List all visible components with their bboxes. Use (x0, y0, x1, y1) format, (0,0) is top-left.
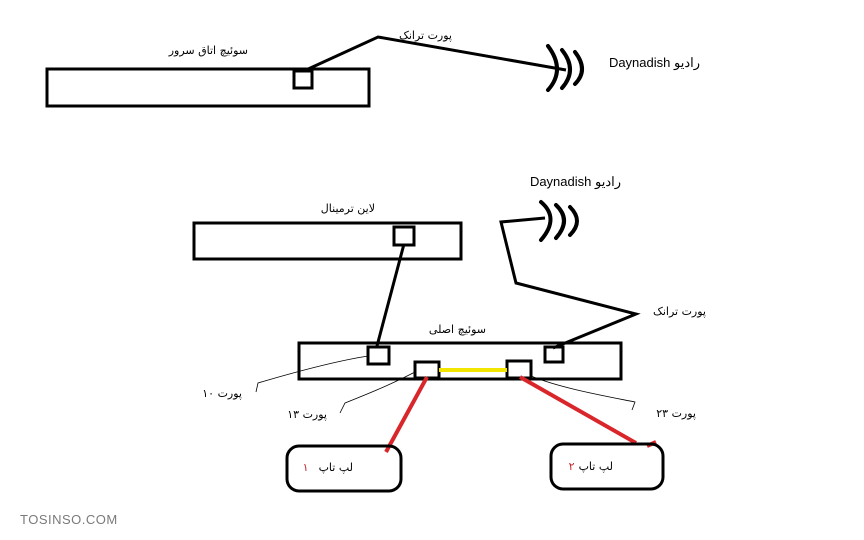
top-trunk-link (305, 35, 567, 72)
server-switch-trunk-port (292, 69, 314, 90)
main-switch-port-10 (366, 345, 391, 366)
line-terminal-label: لاین ترمینال (321, 202, 375, 215)
port-10-label: پورت ۱۰ (202, 387, 242, 400)
main-switch-port-23 (505, 359, 533, 380)
laptop-2-text: لپ تاپ (579, 460, 613, 473)
port-13-label: پورت ۱۳ (287, 408, 327, 421)
laptop-1-text: لپ تاپ (319, 461, 353, 474)
top-radio-label: Daynadish رادیو (609, 55, 700, 71)
bottom-trunk-link (499, 216, 641, 350)
bottom-trunk-port-label: پورت ترانک (653, 305, 706, 318)
terminal-to-main-switch-link (375, 243, 406, 347)
main-switch-port-13 (413, 360, 441, 380)
port-23-pointer (530, 375, 636, 411)
laptop-1-label: ۱ لپ تاپ (303, 461, 353, 474)
port-23-label: پورت ۲۳ (656, 407, 696, 420)
top-radio-antenna-icon (546, 44, 584, 92)
port-10-pointer (255, 355, 369, 393)
laptop-1-link (384, 376, 429, 453)
server-room-switch (45, 67, 371, 108)
laptop-1 (285, 444, 403, 493)
main-switch (297, 341, 623, 381)
main-switch-trunk-port (543, 345, 565, 364)
laptop-2-label: ۲ لپ تاپ (569, 460, 613, 473)
line-terminal (192, 221, 463, 261)
laptop-2-link (519, 375, 637, 445)
line-terminal-port (392, 225, 416, 247)
port-13-pointer (339, 371, 416, 414)
bottom-radio-antenna-icon (539, 200, 579, 242)
laptop-1-number: ۱ (303, 461, 309, 474)
top-trunk-port-label: پورت ترانک (399, 29, 452, 42)
main-switch-label: سوئیچ اصلی (429, 323, 486, 336)
server-room-switch-label: سوئیچ اتاق سرور (168, 44, 248, 57)
bottom-radio-label: Daynadish رادیو (530, 174, 621, 190)
watermark: TOSINSO.COM (20, 512, 118, 527)
laptop-2 (549, 442, 665, 491)
laptop-2-number: ۲ (569, 460, 575, 473)
